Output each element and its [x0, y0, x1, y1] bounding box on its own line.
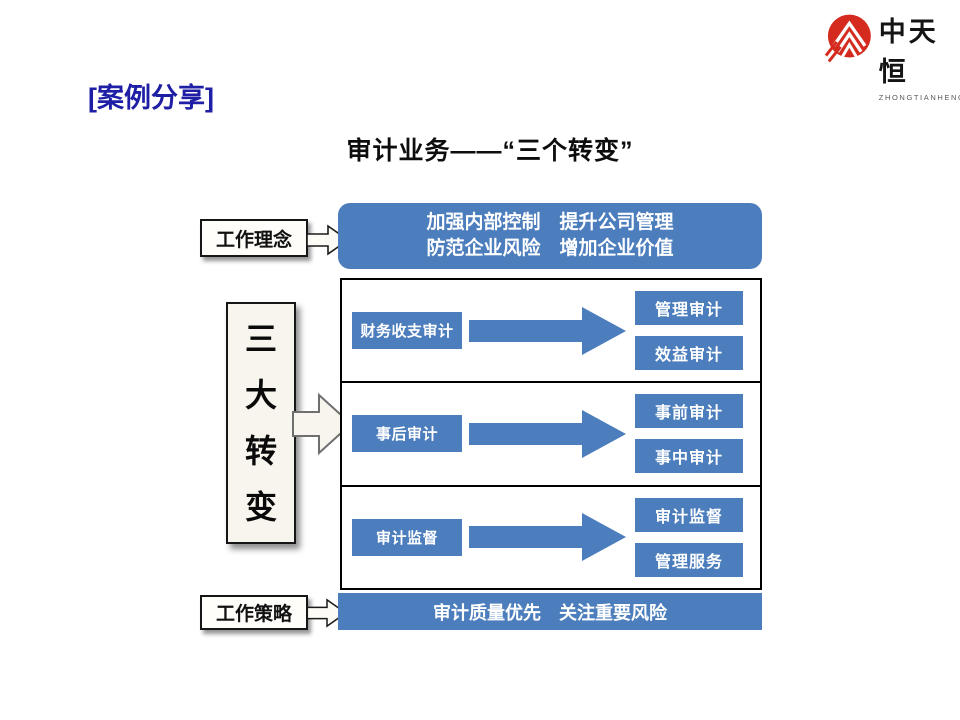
philosophy-statement-box: 加强内部控制 提升公司管理 防范企业风险 增加企业价值	[338, 203, 762, 269]
transformations-container: 财务收支审计 管理审计 效益审计 事后审计	[340, 278, 762, 590]
right-outline-arrow-icon	[306, 598, 348, 628]
source-label: 事后审计	[375, 426, 438, 444]
target-stack: 事前审计 事中审计	[635, 394, 743, 474]
blue-right-arrow-icon	[469, 306, 626, 355]
target-label: 管理服务	[654, 553, 723, 571]
page-title: 审计业务——“三个转变”	[346, 137, 634, 165]
section-heading: [案例分享]	[88, 83, 214, 113]
strategy-statement-bar: 审计质量优先 关注重要风险	[338, 593, 762, 630]
source-label: 审计监督	[375, 529, 438, 547]
philosophy-line-2: 防范企业风险 增加企业价值	[426, 238, 674, 259]
logo-text: 中天恒 ZHONGTIANHENG	[879, 12, 960, 102]
source-box: 事后审计	[352, 415, 462, 453]
strategy-label: 工作策略	[215, 604, 292, 625]
target-label: 事前审计	[654, 405, 723, 423]
target-box: 管理审计	[635, 291, 743, 326]
target-box: 事中审计	[635, 439, 743, 474]
target-box: 事前审计	[635, 394, 743, 429]
target-label: 审计监督	[654, 508, 723, 526]
logo-subtitle: ZHONGTIANHENG	[878, 93, 960, 102]
three-transformations-label: 三大转变	[244, 321, 277, 525]
source-label: 财务收支审计	[360, 323, 454, 341]
transform-row-1: 财务收支审计 管理审计 效益审计	[342, 280, 760, 381]
logo-mountain-icon	[824, 14, 871, 63]
blue-right-arrow-icon	[469, 409, 626, 458]
target-label: 事中审计	[654, 450, 723, 468]
transform-row-3: 审计监督 审计监督 管理服务	[342, 484, 760, 588]
strategy-text: 审计质量优先 关注重要风险	[433, 602, 667, 623]
target-stack: 审计监督 管理服务	[635, 497, 743, 577]
philosophy-label-box: 工作理念	[200, 219, 308, 257]
source-box: 财务收支审计	[352, 312, 462, 350]
source-box: 审计监督	[352, 518, 462, 556]
target-box: 效益审计	[635, 336, 743, 371]
philosophy-line-1: 加强内部控制 提升公司管理	[426, 212, 674, 233]
philosophy-label: 工作理念	[215, 229, 292, 251]
blue-right-arrow-icon	[469, 513, 626, 562]
big-right-outline-arrow-icon	[292, 392, 353, 456]
target-stack: 管理审计 效益审计	[635, 291, 743, 371]
logo-name: 中天恒	[878, 17, 939, 87]
target-box: 管理服务	[635, 542, 743, 577]
target-box: 审计监督	[635, 497, 743, 532]
transform-row-2: 事后审计 事前审计 事中审计	[342, 381, 760, 484]
three-transformations-box: 三大转变	[226, 302, 296, 544]
target-label: 效益审计	[654, 347, 723, 365]
target-label: 管理审计	[654, 302, 723, 320]
company-logo: 中天恒 ZHONGTIANHENG	[824, 12, 960, 102]
strategy-label-box: 工作策略	[200, 595, 308, 630]
